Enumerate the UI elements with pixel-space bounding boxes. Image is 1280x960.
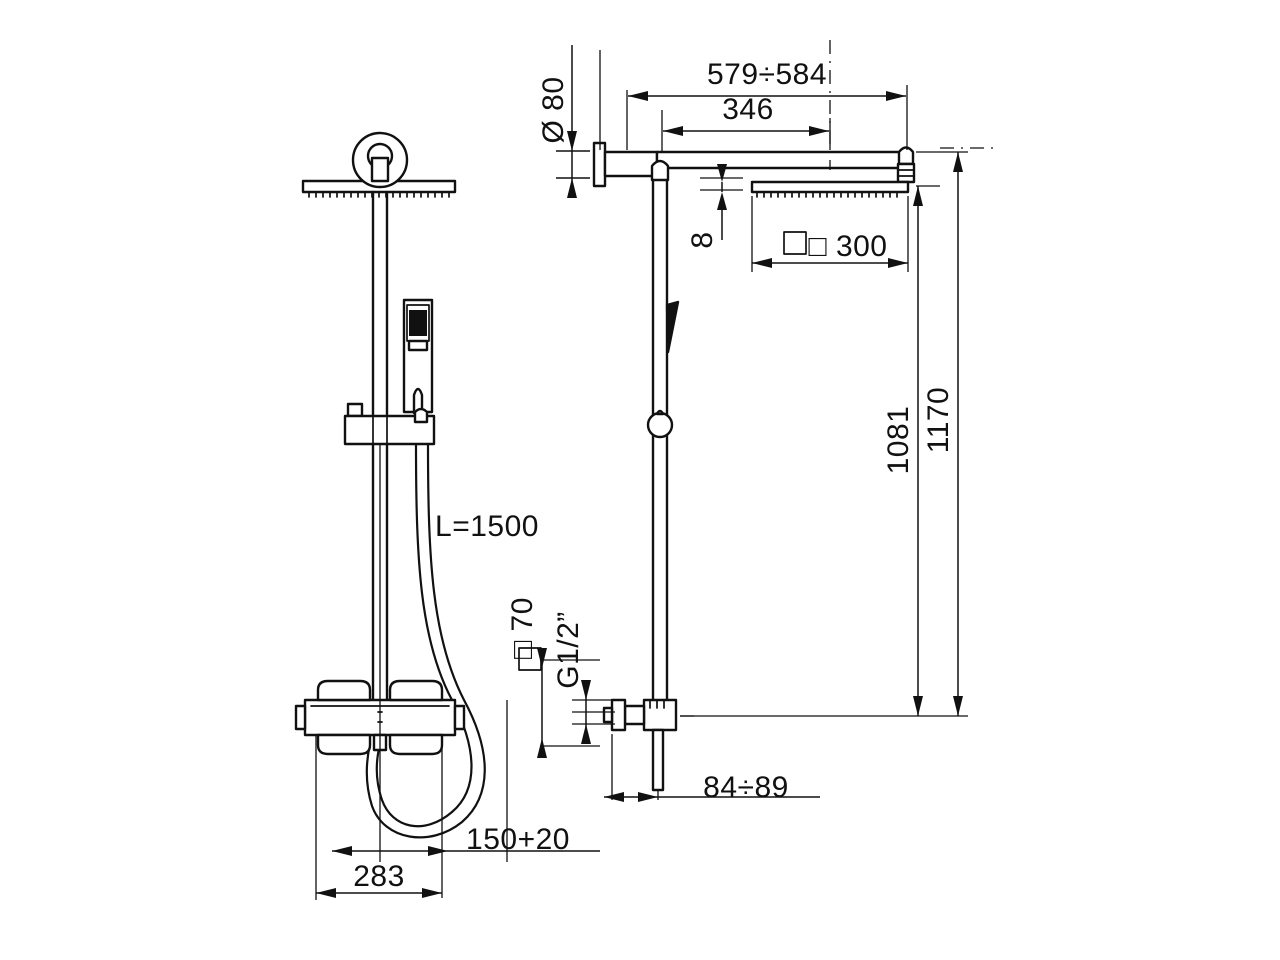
dim-wall-offset	[604, 792, 820, 802]
dim-head-thickness	[717, 164, 727, 240]
side-view-extension-lines	[540, 50, 968, 800]
dim-label-wall-offset: 84÷89	[703, 771, 789, 804]
dim-label-head-thickness: 8	[686, 231, 719, 248]
dim-mixer-projection	[332, 846, 600, 856]
side-hand-shower	[665, 300, 680, 354]
side-shower-arm	[655, 150, 907, 170]
dimension-annotations	[316, 45, 963, 898]
dim-head-square	[752, 258, 908, 268]
side-riser-pipe	[651, 178, 669, 702]
dim-mixer-centres	[316, 888, 442, 898]
side-view	[540, 50, 968, 800]
dim-label-head-square: □ 300	[808, 230, 887, 263]
dim-label-hose-length: L=1500	[435, 510, 539, 543]
front-head-nozzles	[308, 191, 450, 198]
dim-flange-diameter	[556, 45, 590, 198]
dim-height-1170	[953, 152, 963, 716]
square-symbol-70	[518, 647, 542, 671]
front-view	[294, 131, 508, 900]
front-rain-head	[301, 131, 457, 198]
side-wall-connector	[602, 698, 678, 792]
side-rain-head	[750, 146, 916, 198]
side-head-nozzles	[756, 191, 898, 198]
square-symbol-300	[783, 231, 807, 255]
dim-label-arm-total: 579÷584	[707, 58, 827, 91]
hand-shower-spray-face	[409, 310, 427, 336]
dim-label-arm-offset: 346	[722, 93, 774, 126]
front-slider-bracket	[343, 402, 436, 446]
side-riser-tee	[650, 159, 670, 182]
front-riser-pipe	[371, 190, 389, 702]
dim-height-1081	[913, 186, 923, 716]
dim-label-mixer-centres: 283	[353, 860, 405, 893]
front-view-extension-lines	[315, 444, 508, 900]
dim-label-thread: G1/2”	[552, 611, 585, 689]
dim-arm-offset	[663, 126, 829, 136]
dim-thread-size	[581, 680, 591, 744]
dim-label-mixer-projection: 150+20	[466, 823, 570, 856]
dim-escutcheon-square	[537, 648, 547, 758]
dim-label-height-1170: 1170	[922, 387, 955, 454]
side-holder-ring	[646, 409, 674, 439]
center-lines	[680, 40, 1000, 717]
dim-arm-total	[628, 91, 906, 101]
dim-label-height-1081: 1081	[882, 406, 915, 475]
front-shower-hose	[365, 442, 486, 839]
dim-label-flange-diameter: Ø 80	[537, 76, 570, 143]
side-wall-flange	[592, 141, 659, 188]
front-hand-shower	[402, 298, 434, 415]
dim-label-escutcheon-square: □ 70	[506, 597, 539, 659]
